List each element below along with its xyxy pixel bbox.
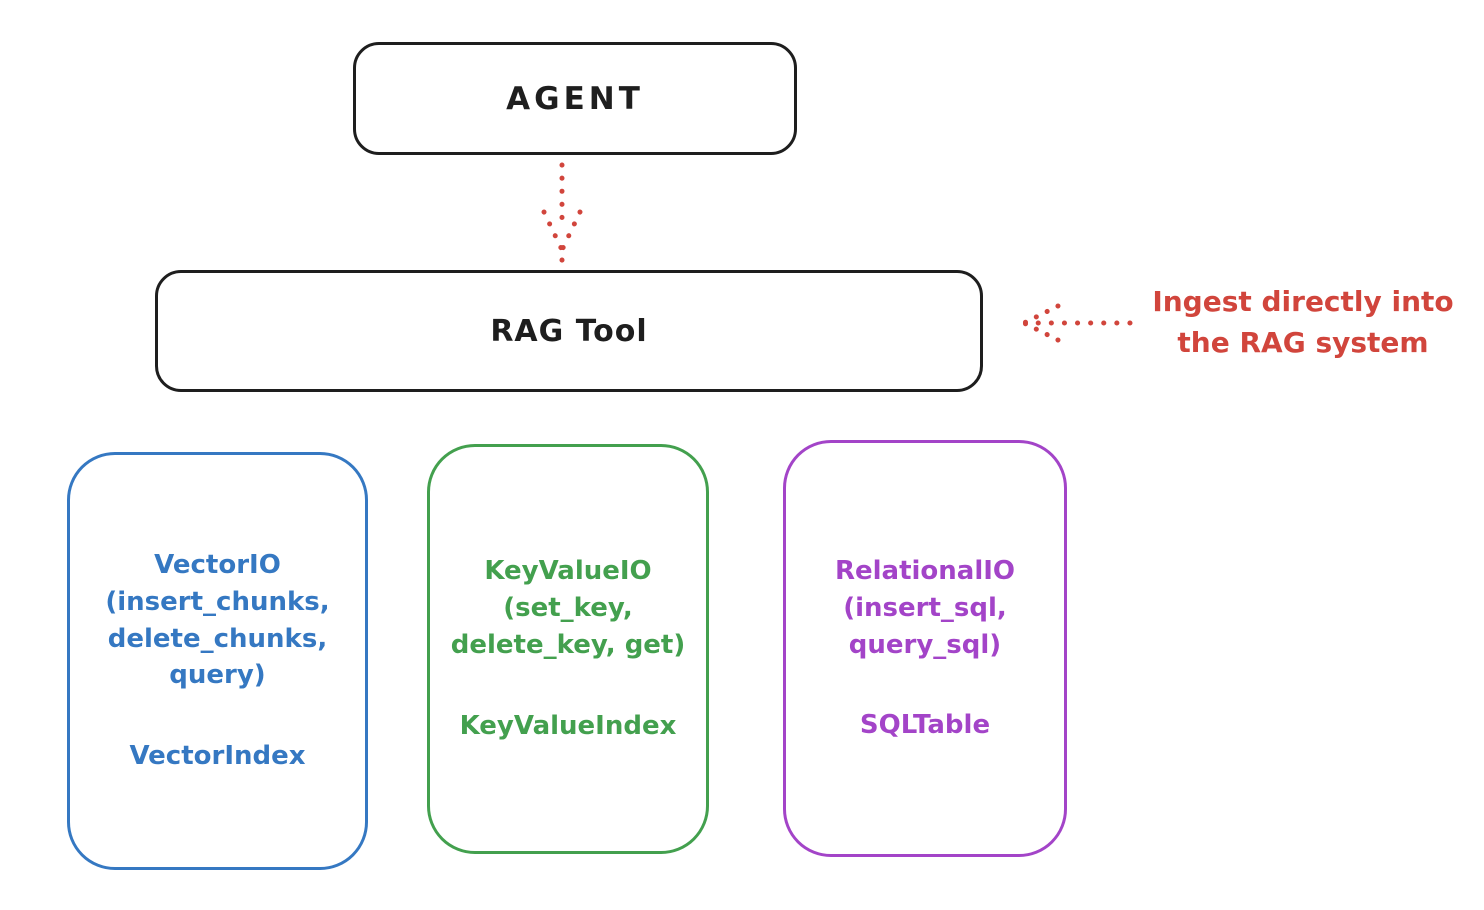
keyvalue-io-label: KeyValueIO (set_key, delete_key, get) <box>450 556 686 660</box>
relational-io-label: RelationalIO (insert_sql, query_sql) <box>834 555 1016 660</box>
arrow-annotation-to-rag-icon <box>1021 303 1133 343</box>
agent-label: AGENT <box>506 80 644 117</box>
arrow-agent-to-rag-icon <box>541 162 583 263</box>
backend-box-relational-io: RelationalIO (insert_sql, query_sql) SQL… <box>783 440 1067 857</box>
keyvalue-index-label: KeyValueIndex <box>459 710 677 741</box>
vector-index-label: VectorIndex <box>129 741 306 772</box>
sql-table-label: SQLTable <box>859 710 991 741</box>
rag-tool-label: RAG Tool <box>490 313 648 349</box>
vector-io-label: VectorIO (insert_chunks, delete_chunks, … <box>105 549 330 691</box>
annotation-ingest-note: Ingest directly into the RAG system <box>1152 285 1454 359</box>
rag-tool-box: RAG Tool <box>155 270 983 392</box>
backend-box-vector-io: VectorIO (insert_chunks, delete_chunks, … <box>67 452 368 870</box>
backend-box-keyvalue-io: KeyValueIO (set_key, delete_key, get) Ke… <box>427 444 709 854</box>
agent-box: AGENT <box>353 42 797 155</box>
